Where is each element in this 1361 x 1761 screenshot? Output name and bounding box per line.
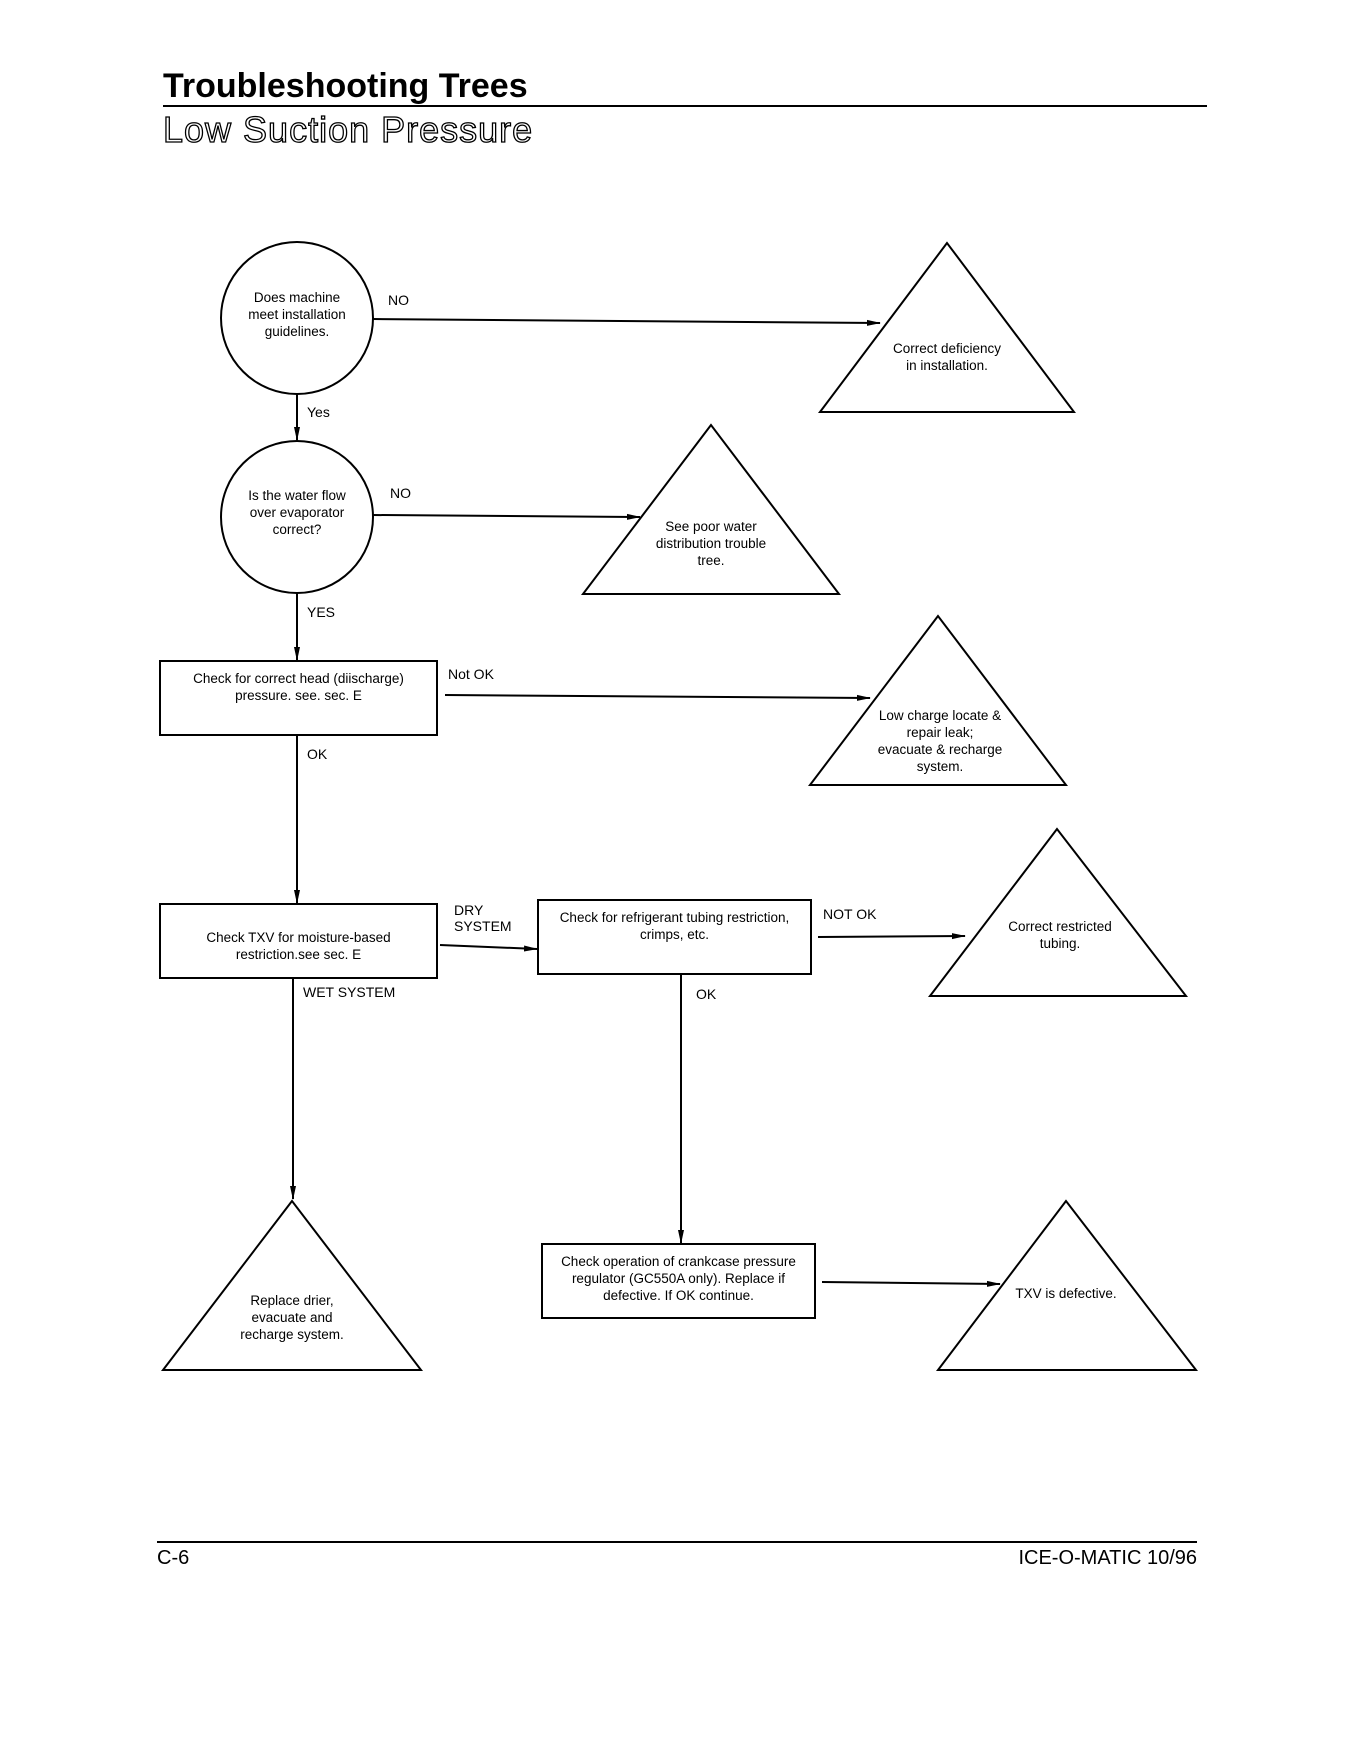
edge-installation-no [372,318,881,326]
result-charge-triangle [807,614,1069,786]
node-text-fix-water: See poor water distribution trouble tree… [655,519,767,568]
edge-head-not-ok [444,694,871,701]
edge-water-no [372,513,641,520]
node-text-check-tubing: Check for refrigerant tubing restriction… [559,910,790,942]
edge-tubing-not-ok [817,933,966,940]
process-check-tubing-box [537,899,812,975]
result-drier-triangle [160,1199,424,1371]
edge-label-installation-no: NO [388,292,409,308]
edge-label-txv-dry: DRY SYSTEM [454,902,512,934]
process-check-head-box [159,660,438,736]
node-text-fix-charge: Low charge locate & repair leak; evacuat… [877,708,1003,774]
node-text-fix-installation: Correct deficiency in installation. [892,341,1002,373]
edge-crankcase-continue [821,1280,1001,1287]
title-rule [163,105,1207,107]
result-water-triangle [580,423,842,595]
edge-label-head-ok: OK [307,746,328,762]
process-check-txv-box [159,903,438,979]
node-text-water-flow: Is the water flow over evaporator correc… [248,488,346,537]
page-subtitle: Low Suction Pressure [162,108,534,150]
node-text-check-txv: Check TXV for moisture-based restriction… [206,930,391,962]
edge-txv-dry [439,944,538,952]
node-text-fix-drier: Replace drier, evacuate and recharge sys… [240,1293,344,1342]
node-text-fix-tubing: Correct restricted tubing. [1008,919,1112,951]
footer-rule [157,1541,1197,1543]
node-text-check-head: Check for correct head (diischarge) pres… [193,671,404,703]
edge-label-tubing-not-ok: NOT OK [823,906,877,922]
node-text-check-crankcase: Check operation of crankcase pressure re… [561,1254,796,1303]
page-title: Troubleshooting Trees [163,67,528,105]
edge-label-txv-wet: WET SYSTEM [303,984,396,1000]
page-number: C-6 [157,1547,190,1569]
result-installation-triangle [817,241,1077,413]
node-text-fix-txv: TXV is defective. [1015,1286,1117,1301]
node-text-installation: Does machine meet installation guideline… [248,290,346,339]
edge-label-tubing-ok: OK [696,986,717,1002]
edge-label-head-not-ok: Not OK [448,666,494,682]
result-txv-triangle [935,1199,1199,1371]
publisher-label: ICE-O-MATIC 10/96 [1018,1547,1197,1569]
result-tubing-triangle [927,827,1189,997]
edge-label-water-no: NO [390,485,411,501]
edge-label-water-yes: YES [307,604,336,620]
process-check-crankcase-box [541,1243,816,1319]
edge-label-installation-yes: Yes [307,404,330,420]
